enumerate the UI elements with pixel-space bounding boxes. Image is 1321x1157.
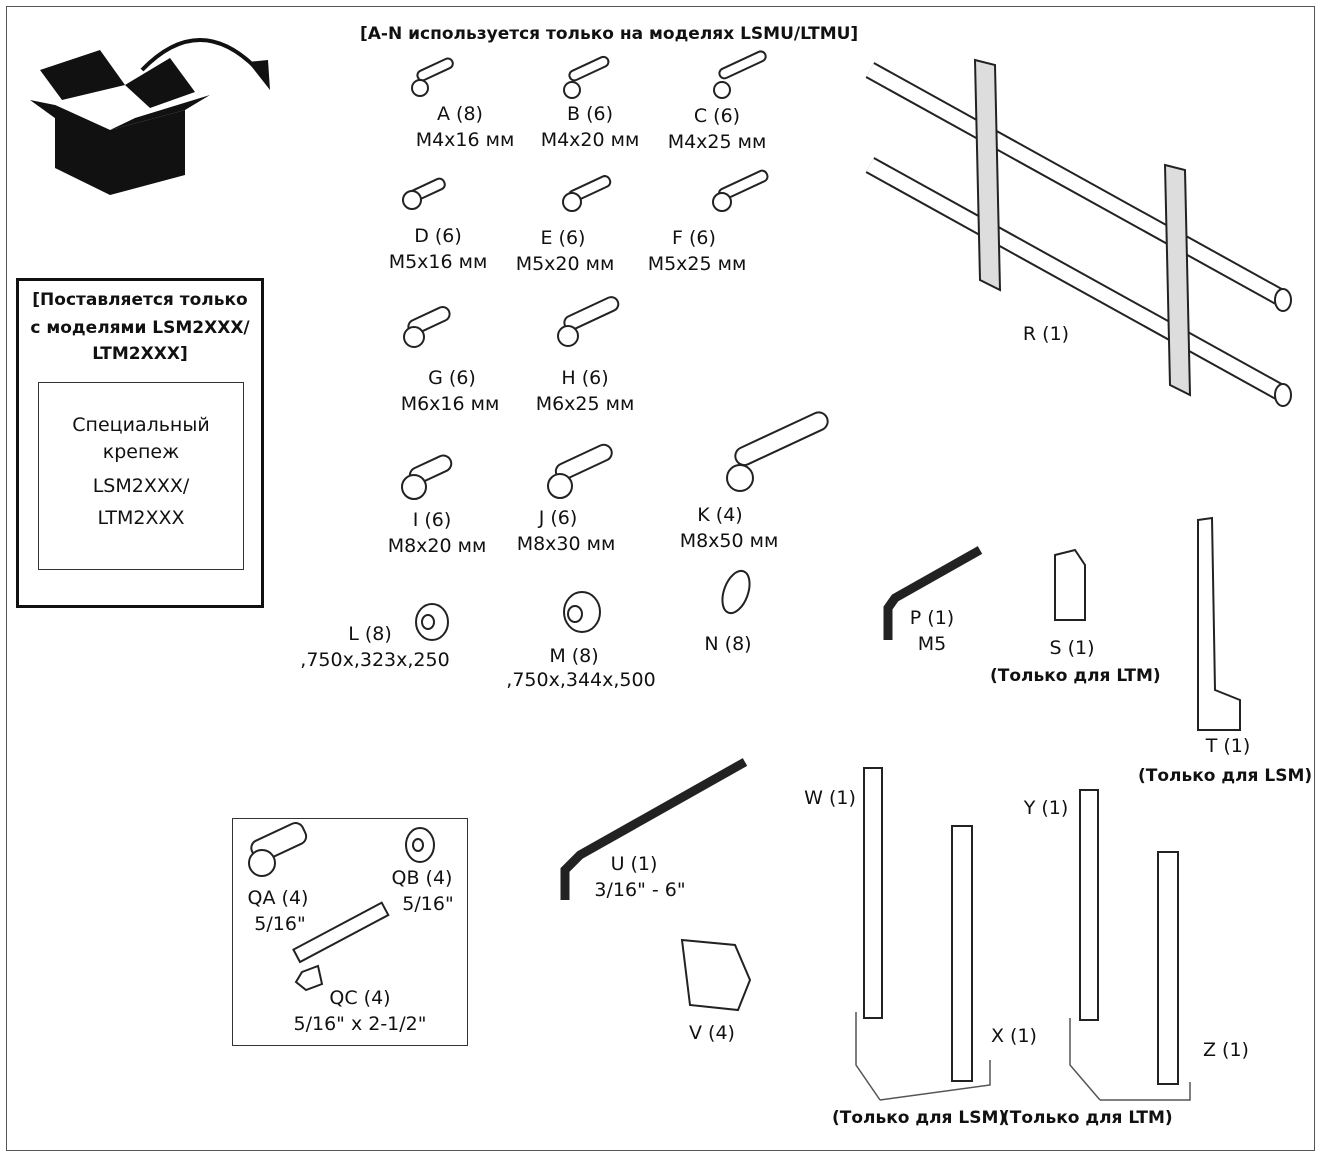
- part-b-size: M4x20 мм: [540, 129, 640, 151]
- side-box-title-3: LTM2XXX]: [92, 344, 188, 364]
- rail-z-icon: [1157, 851, 1179, 1085]
- part-qc-size: 5/16" x 2-1/2": [293, 1013, 427, 1035]
- part-l-label: L (8): [348, 623, 392, 645]
- plate-s-icon: [1054, 548, 1086, 621]
- screw-j-icon: [547, 443, 613, 499]
- part-v-label: V (4): [689, 1022, 735, 1044]
- part-qc-label: QC (4): [329, 987, 391, 1009]
- side-inner-1: Специальный: [72, 414, 210, 436]
- cap-v-icon: [680, 938, 752, 1012]
- diagram-frame: [6, 6, 1315, 1151]
- part-m-label: M (8): [549, 645, 599, 667]
- part-i-label: I (6): [412, 509, 452, 531]
- side-box-title-1: [Поставляется только: [32, 290, 248, 310]
- rotate-arrow-icon: [140, 38, 260, 72]
- anchor-kit-box: [232, 818, 468, 1046]
- side-box: [16, 278, 264, 608]
- part-k-size: M8x50 мм: [679, 530, 779, 552]
- part-u-label: U (1): [610, 853, 658, 875]
- screw-c-icon: [713, 50, 767, 99]
- part-k-label: K (4): [697, 504, 743, 526]
- part-c-label: C (6): [693, 105, 741, 127]
- part-e-size: M5x20 мм: [515, 253, 615, 275]
- part-g-label: G (6): [428, 367, 476, 389]
- part-l-size: ,750x,323x,250: [300, 649, 450, 671]
- part-qb-label: QB (4): [391, 867, 453, 889]
- side-inner-2: крепеж: [102, 441, 180, 463]
- screw-d-icon: [402, 177, 446, 210]
- anchor-qa-icon: [248, 822, 308, 877]
- washer-qb-icon: [405, 827, 435, 863]
- part-d-size: M5x16 мм: [388, 251, 488, 273]
- part-d-label: D (6): [414, 225, 462, 247]
- part-p-label: P (1): [909, 607, 955, 629]
- part-qa-size: 5/16": [254, 913, 306, 935]
- washer-l-icon: [415, 603, 449, 641]
- side-box-title-2: с моделями LSM2XXX/: [30, 318, 250, 338]
- hex-key-p-icon: [883, 546, 983, 640]
- clip-n-icon: [721, 569, 751, 615]
- open-box-icon: [30, 50, 210, 195]
- part-n-label: N (8): [704, 633, 752, 655]
- part-y-label: Y (1): [1023, 797, 1069, 819]
- screw-b-icon: [563, 55, 610, 99]
- part-a-label: A (8): [437, 103, 483, 125]
- part-e-label: E (6): [540, 227, 586, 249]
- screw-a-icon: [411, 57, 454, 97]
- screw-i-icon: [401, 454, 453, 500]
- screw-h-icon: [557, 296, 620, 347]
- wall-bracket-r-icon: [865, 58, 1292, 407]
- part-f-label: F (6): [672, 227, 716, 249]
- part-g-size: M6x16 мм: [400, 393, 500, 415]
- part-qa-label: QA (4): [247, 887, 309, 909]
- part-r-label: R (1): [1022, 323, 1070, 345]
- screw-f-icon: [712, 169, 769, 212]
- side-inner-3: LSM2XXX/: [92, 475, 190, 497]
- part-t-note: (Только для LSM): [1138, 766, 1313, 786]
- rail-y-icon: [1079, 789, 1099, 1021]
- part-qb-size: 5/16": [402, 893, 454, 915]
- part-t-label: T (1): [1205, 735, 1251, 757]
- rail-x-icon: [951, 825, 973, 1082]
- part-i-size: M8x20 мм: [387, 535, 487, 557]
- part-b-label: B (6): [567, 103, 613, 125]
- lsm-only-note: (Только для LSM): [832, 1108, 1007, 1128]
- part-s-label: S (1): [1049, 637, 1095, 659]
- part-z-label: Z (1): [1203, 1039, 1249, 1061]
- part-h-label: H (6): [561, 367, 609, 389]
- part-h-size: M6x25 мм: [535, 393, 635, 415]
- spacer-m-icon: [563, 591, 601, 633]
- part-a-size: M4x16 мм: [415, 129, 515, 151]
- part-w-label: W (1): [804, 787, 856, 809]
- part-x-label: X (1): [991, 1025, 1037, 1047]
- screw-k-icon: [726, 411, 829, 492]
- part-j-size: M8x30 мм: [516, 533, 616, 555]
- part-p-size: M5: [917, 633, 947, 655]
- side-inner-4: LTM2XXX: [97, 507, 185, 529]
- hex-key-u-icon: [560, 758, 748, 900]
- screw-g-icon: [403, 306, 451, 348]
- part-c-size: M4x25 мм: [667, 131, 767, 153]
- ltm-only-note: (Только для LTM): [1002, 1108, 1173, 1128]
- lag-bolt-qc-icon: [292, 901, 390, 992]
- part-j-label: J (6): [538, 507, 578, 529]
- bracket-t-icon: [1197, 516, 1241, 731]
- side-box-inner: [38, 382, 244, 570]
- part-f-size: M5x25 мм: [647, 253, 747, 275]
- part-u-size: 3/16" - 6": [594, 879, 686, 901]
- screw-e-icon: [562, 175, 612, 212]
- rail-w-icon: [863, 767, 883, 1019]
- header-note: [A-N используется только на моделях LSMU…: [360, 24, 859, 44]
- part-m-size: ,750x,344x,500: [506, 669, 656, 691]
- part-s-note: (Только для LTM): [990, 666, 1161, 686]
